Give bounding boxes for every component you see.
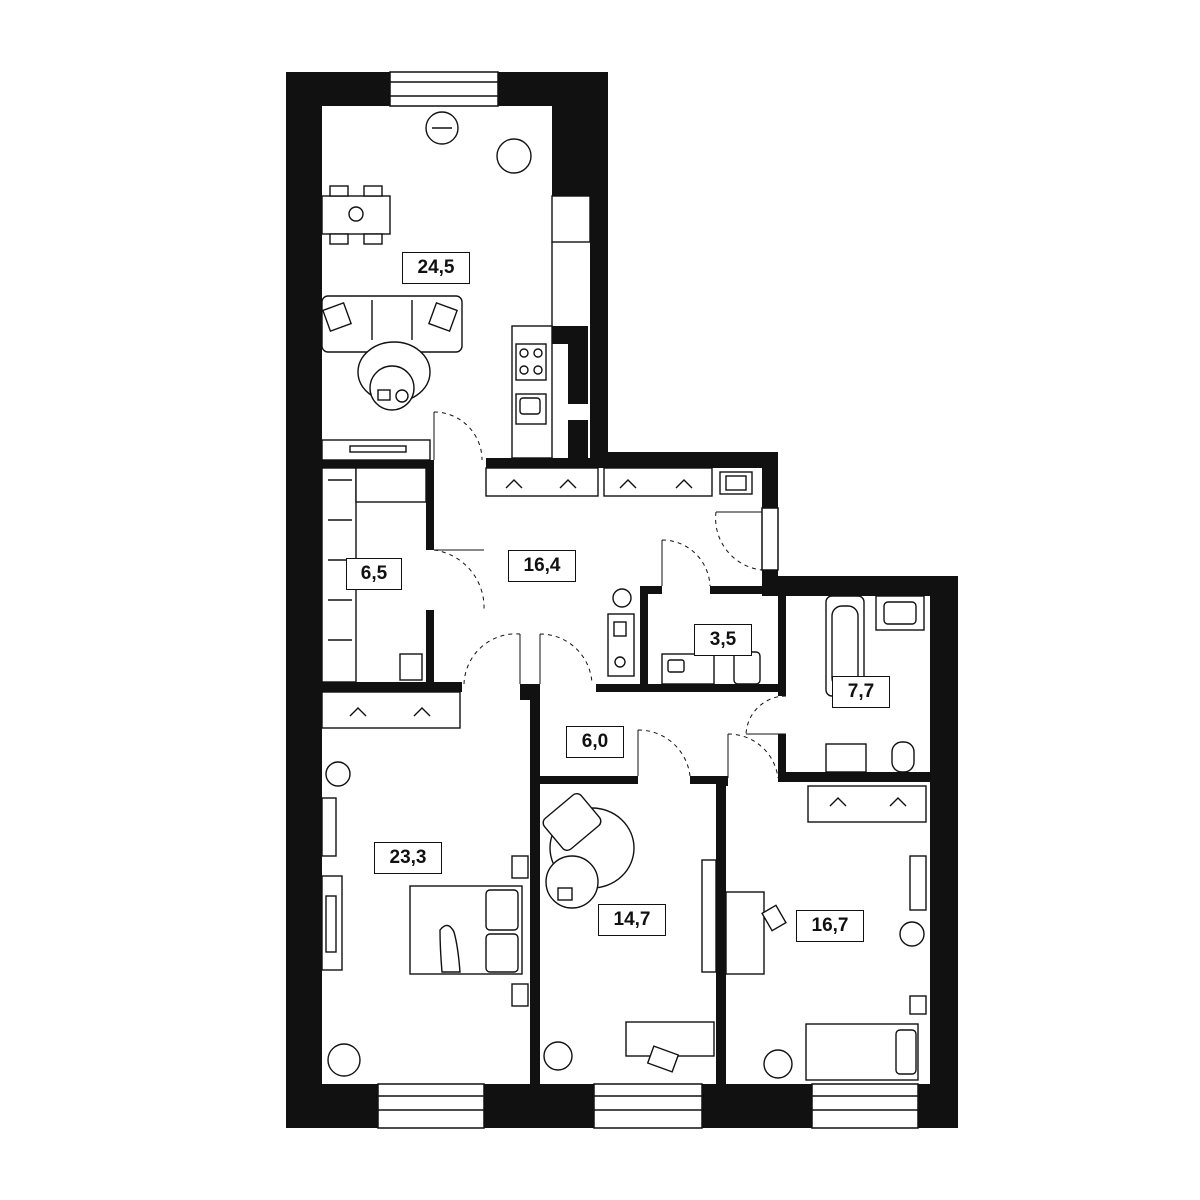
room-area-master-bedroom: 23,3 <box>374 842 442 874</box>
room-area-wardrobe: 6,5 <box>346 558 402 590</box>
exterior-walls <box>286 72 958 1128</box>
room-area-wc: 3,5 <box>694 624 752 656</box>
furniture <box>321 111 927 1081</box>
room-area-bathroom: 7,7 <box>832 676 890 708</box>
door-swings <box>433 411 787 779</box>
room-area-bedroom-middle: 14,7 <box>598 904 666 936</box>
windows <box>377 71 919 1129</box>
room-area-hall: 16,4 <box>508 550 576 582</box>
room-area-bedroom-right: 16,7 <box>796 910 864 942</box>
room-area-living-kitchen: 24,5 <box>402 252 470 284</box>
room-area-corridor: 6,0 <box>566 726 624 758</box>
interior-walls <box>322 458 930 1084</box>
